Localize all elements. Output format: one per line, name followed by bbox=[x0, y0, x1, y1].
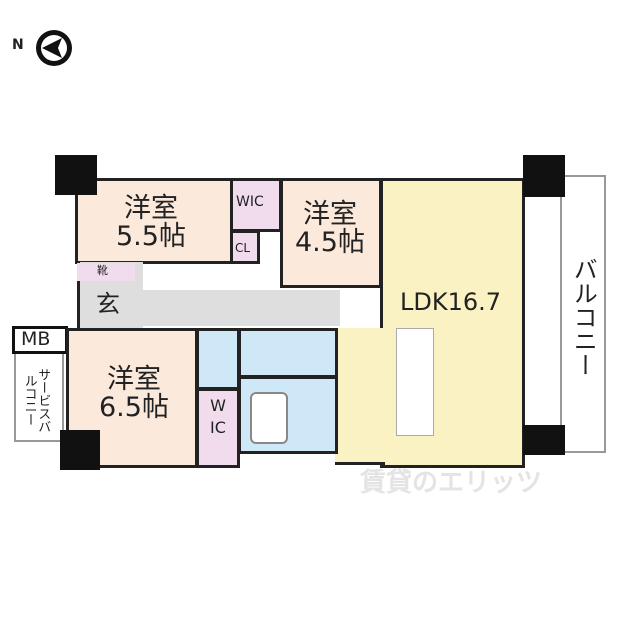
pillar bbox=[523, 425, 565, 455]
room-name: 洋室 bbox=[302, 199, 357, 230]
balcony: バルコニー bbox=[560, 175, 606, 453]
toilet bbox=[196, 328, 240, 390]
north-arrow-icon bbox=[36, 30, 72, 66]
wic-label: WIC bbox=[236, 194, 264, 210]
hallway bbox=[140, 290, 340, 326]
room-name: 洋室 bbox=[106, 364, 161, 395]
bathtub bbox=[250, 392, 288, 444]
room-size: 4.5帖 bbox=[295, 227, 365, 259]
shoe-closet-label: 靴 bbox=[97, 264, 108, 277]
service-balcony-label: サービスバルコニー bbox=[21, 367, 51, 433]
pillar bbox=[523, 155, 565, 197]
wic-top: WIC bbox=[230, 178, 282, 232]
entrance-label: 玄 bbox=[96, 290, 120, 318]
pillar bbox=[60, 430, 100, 470]
ldk-lower bbox=[335, 328, 385, 465]
service-balcony: サービスバルコニー bbox=[14, 352, 64, 442]
balcony-label: バルコニー bbox=[569, 257, 598, 377]
room-name: 洋室 bbox=[123, 193, 178, 224]
closet-label: CL bbox=[235, 241, 251, 255]
wic-vertical: WIC bbox=[196, 388, 240, 468]
wic-vertical-label: WIC bbox=[210, 396, 226, 438]
kitchen-counter bbox=[396, 328, 434, 436]
washroom bbox=[238, 328, 338, 378]
shoe-closet: 靴 bbox=[77, 263, 135, 281]
meter-box: MB bbox=[12, 326, 68, 354]
room-size: 5.5帖 bbox=[116, 221, 186, 253]
room-size: 6.5帖 bbox=[99, 392, 169, 424]
ldk-label: LDK16.7 bbox=[400, 288, 502, 316]
north-label: N bbox=[12, 37, 24, 53]
pillar bbox=[55, 155, 97, 195]
compass: N bbox=[12, 28, 92, 68]
closet: CL bbox=[230, 230, 260, 264]
watermark: 賃貸のエリッツ bbox=[360, 468, 543, 498]
meter-box-label: MB bbox=[21, 328, 51, 350]
